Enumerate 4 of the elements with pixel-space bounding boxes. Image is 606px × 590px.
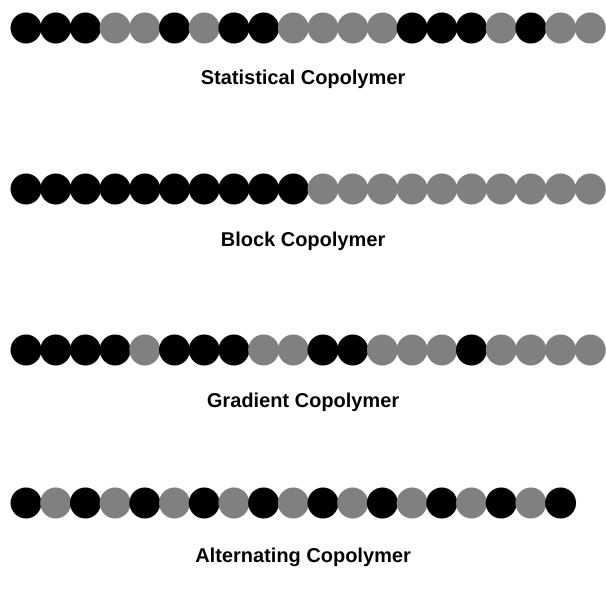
polymer-caption: Alternating Copolymer <box>195 544 411 568</box>
polymer-caption: Gradient Copolymer <box>206 389 400 413</box>
polymer-caption: Block Copolymer <box>220 228 386 252</box>
polymer-caption: Statistical Copolymer <box>200 66 406 90</box>
